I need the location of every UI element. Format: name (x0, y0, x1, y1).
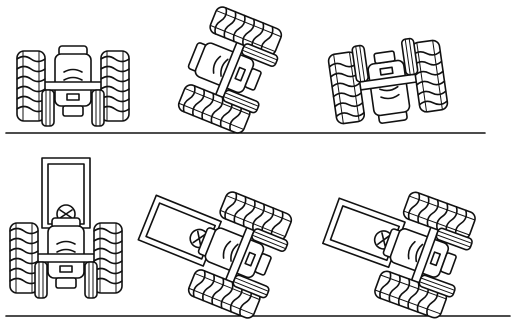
tractor-with-rops-tipping-icon (126, 166, 298, 320)
tractor-upright-front-view-icon (17, 46, 129, 126)
tractor-with-rops-front-view-icon (10, 158, 122, 298)
tractor-with-rops-resting-on-frame-icon (312, 168, 482, 320)
tractor-tipping-sideways-icon (172, 3, 288, 137)
tractor-overturned-upside-down-icon (327, 35, 449, 130)
